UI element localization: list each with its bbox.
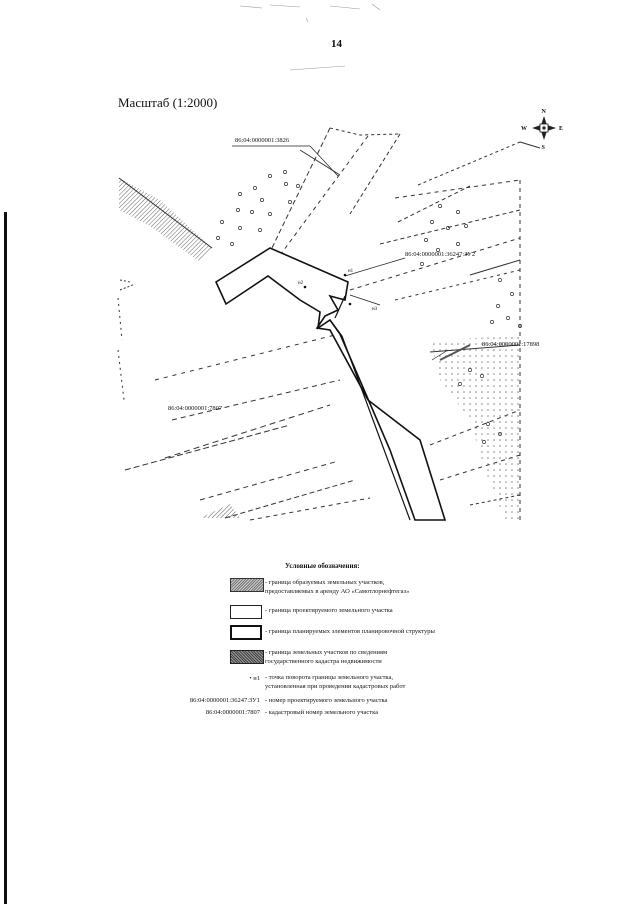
legend-item-4-line1: - граница земельных участков по сведения… xyxy=(265,649,388,656)
compass-s: S xyxy=(542,145,546,151)
compass-w: W xyxy=(521,126,527,132)
designed-parcel-centerline xyxy=(329,295,411,521)
label-parcel-17898: 86:04:0000001:17898 xyxy=(482,341,539,348)
legend-swatch-designed-parcel xyxy=(230,605,262,619)
legend-item-2-line1: - граница проектируемого земельного учас… xyxy=(265,607,393,614)
legend-title: Условные обозначения: xyxy=(285,562,360,570)
cadastral-map: N S E W xyxy=(117,3,563,521)
legend-swatch-lease-boundary xyxy=(230,578,264,592)
compass-n: N xyxy=(542,109,547,115)
legend-code-point-label: н1 xyxy=(253,675,260,682)
label-parcel-7807: 86:04:0000001:7807 xyxy=(168,405,223,412)
legend-code-point: • н1 xyxy=(200,675,260,682)
legend-item-7-line1: - кадастровый номер земельного участка xyxy=(265,709,379,716)
hatched-boundary-left xyxy=(118,177,213,262)
label-leaders xyxy=(232,145,449,361)
legend-swatch-planning-elements xyxy=(230,625,262,640)
legend-code-designed-number: 86:04:0000001:36247:ЗУ1 xyxy=(189,697,260,704)
legend-item-6-line1: - номер проектируемого земельного участк… xyxy=(265,697,388,704)
turning-point-n1 xyxy=(343,273,347,277)
turning-point-n3 xyxy=(348,302,352,306)
hatched-parcel-17898 xyxy=(429,336,521,520)
legend-item-1-line1: - граница образуемых земельных участков, xyxy=(265,579,385,586)
legend-code-cadastral-number: 86:04:0000001:7807 xyxy=(205,709,260,716)
scan-artifacts xyxy=(239,3,381,71)
legend-item-4-line2: государственного кадастра недвижимости xyxy=(265,658,382,665)
legend-item-5-line2: установленная при проведении кадастровых… xyxy=(265,683,406,690)
left-margin-rule xyxy=(4,212,7,904)
designed-parcel-outline xyxy=(214,247,447,521)
scale-label: Масштаб (1:2000) xyxy=(118,95,218,110)
legend-swatch-cadastre-parcels xyxy=(230,650,264,664)
legend-item-1-line2: предоставляемых в аренду АО «Самотлорнеф… xyxy=(265,588,410,595)
compass-e: E xyxy=(559,126,563,132)
compass-rose-icon: N S E W xyxy=(521,109,563,151)
label-parcel-3826: 86:04:0000001:3826 xyxy=(235,137,290,144)
turning-point-n2 xyxy=(303,285,307,289)
wooded-area-right xyxy=(420,204,522,444)
turning-points xyxy=(303,273,352,306)
label-point-n3: н3 xyxy=(372,307,378,312)
label-parcel-zu2: 86:04:0000001:36247:ЗУ2 xyxy=(405,251,475,258)
label-point-n1: н1 xyxy=(348,269,354,274)
legend-point-dot-icon: • xyxy=(249,675,252,682)
label-point-n2: н2 xyxy=(298,281,304,286)
legend-item-3-line1: - граница планируемых элементов планиров… xyxy=(265,628,435,635)
page-number: 14 xyxy=(331,38,342,50)
hatched-patch-bottom xyxy=(200,504,240,518)
wooded-area-upper xyxy=(216,170,300,246)
legend-item-5-line1: - точка поворота границы земельного учас… xyxy=(265,674,394,681)
